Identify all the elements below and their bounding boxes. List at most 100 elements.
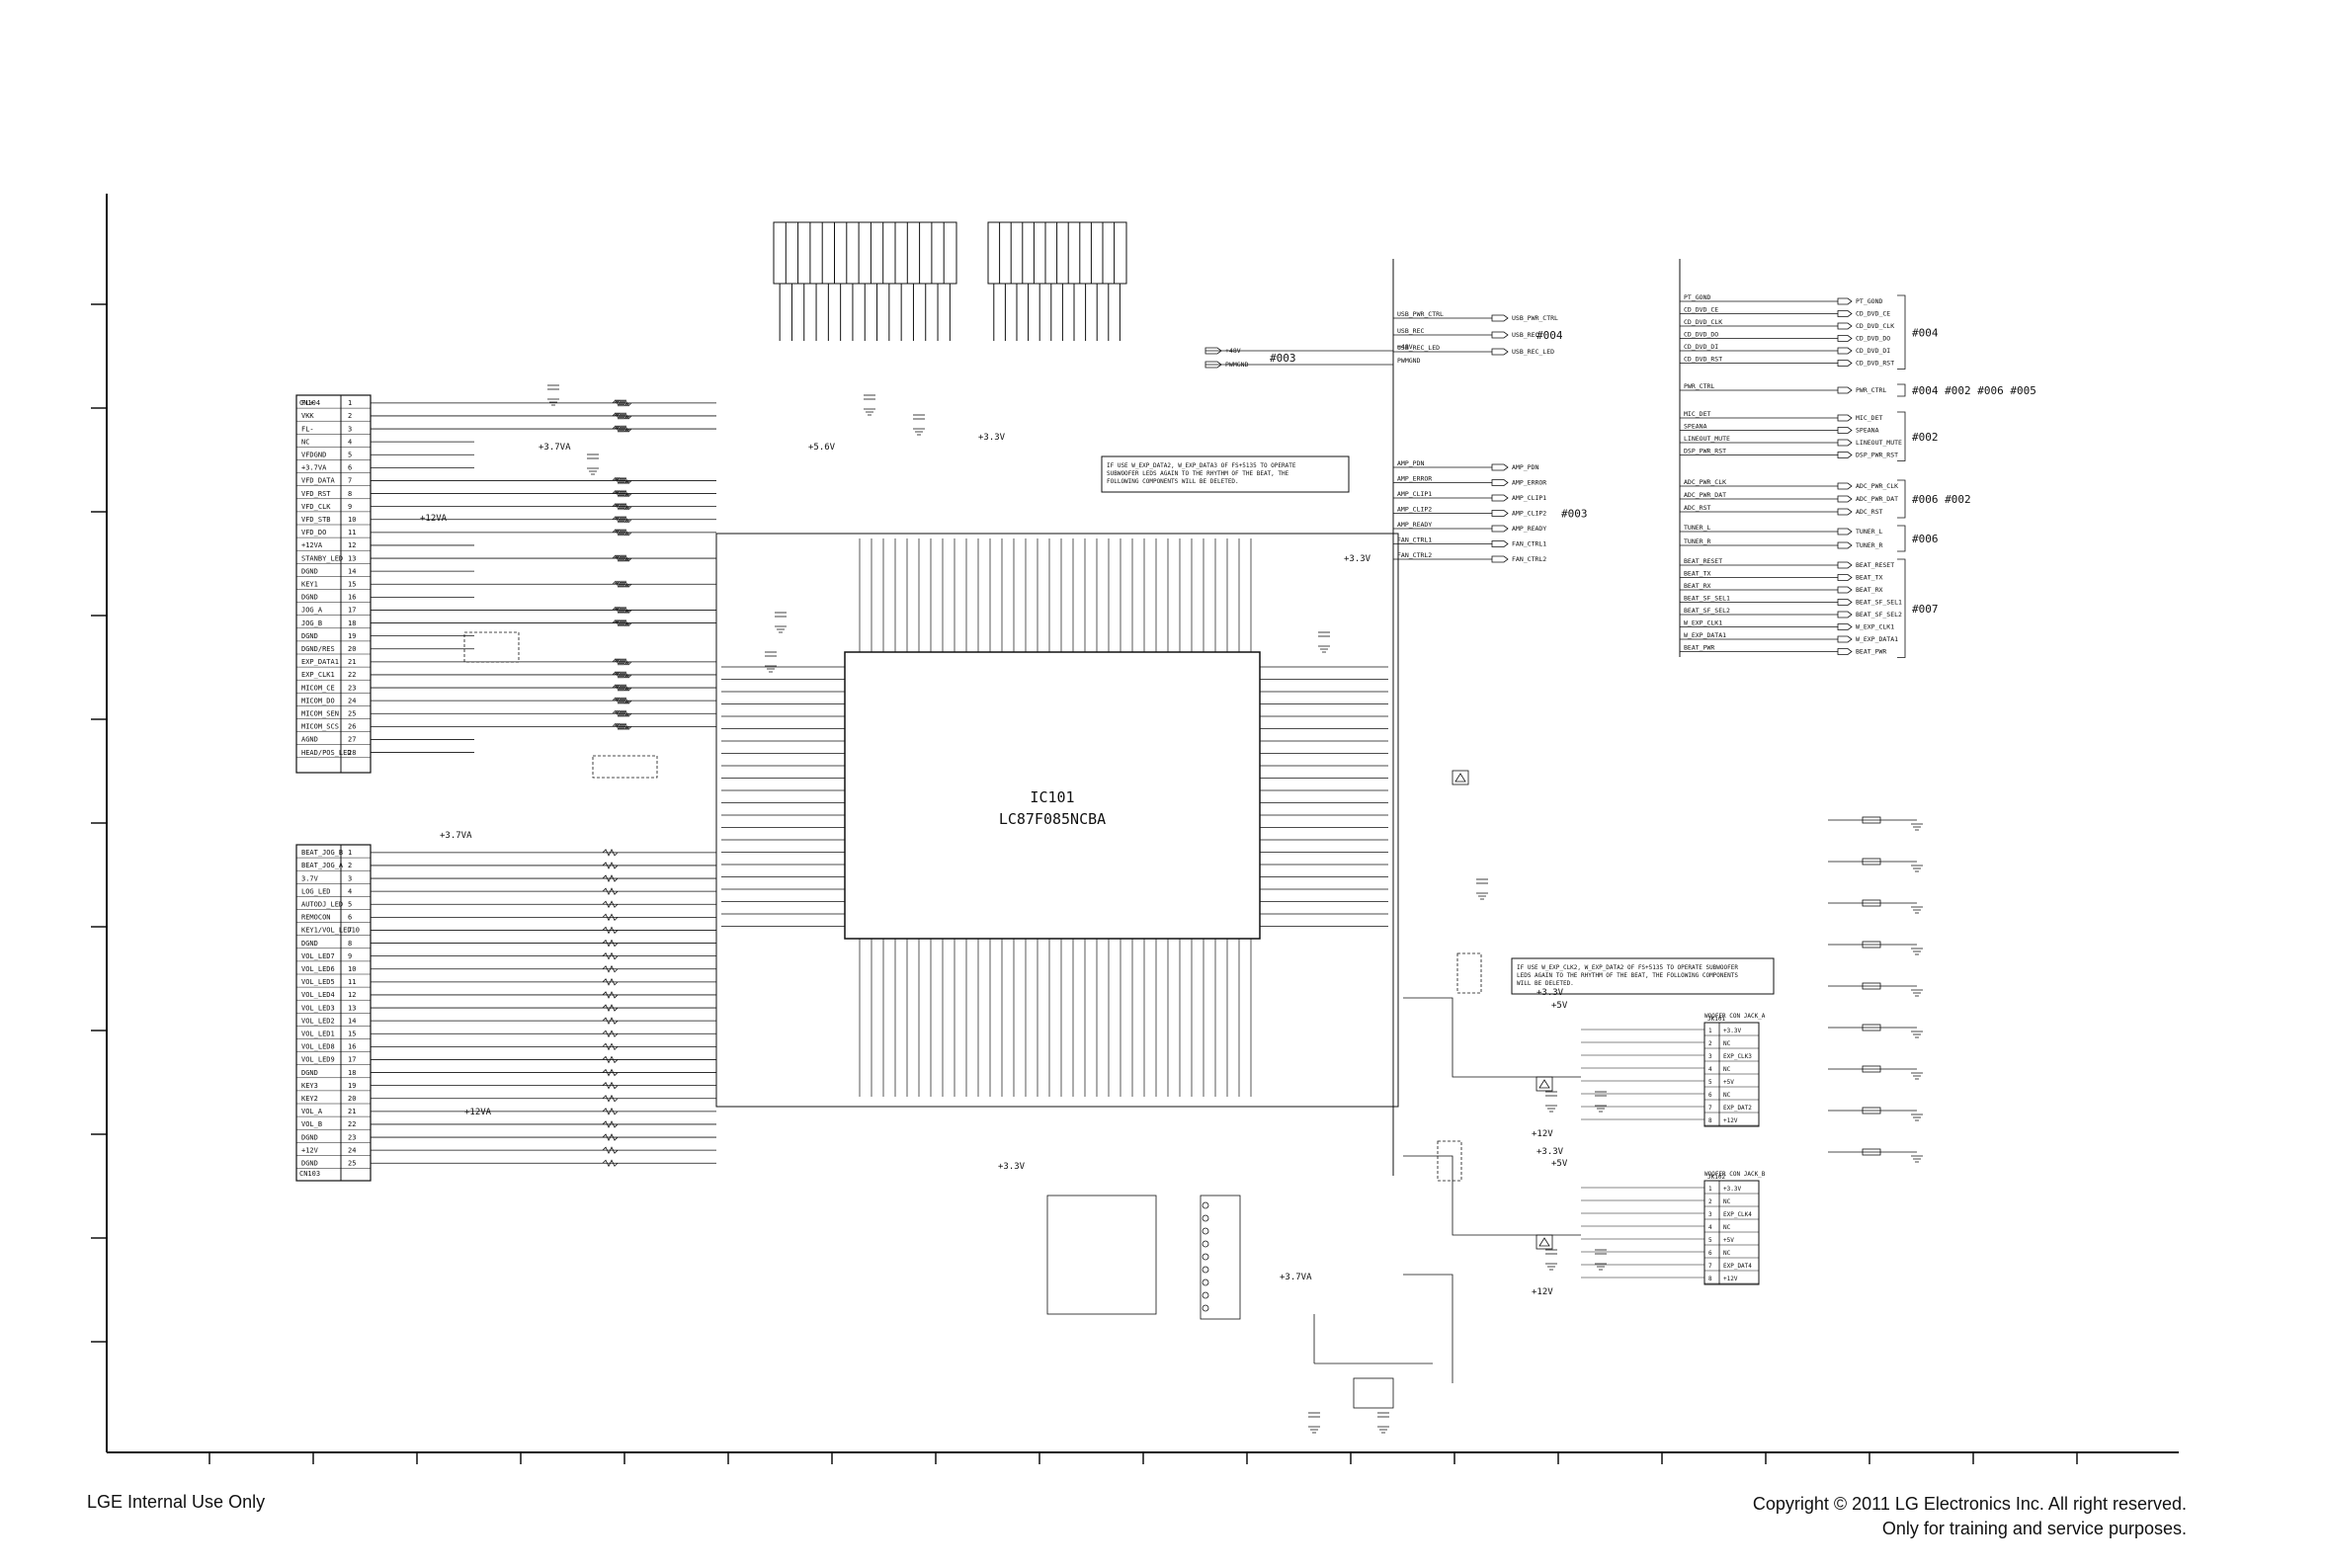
page-ref: #006 #002 xyxy=(1912,493,1971,506)
port-arrow-icon xyxy=(1837,360,1853,367)
net-label: BEAT_SF_SEL1 xyxy=(1684,595,1730,603)
page-ref: #003 xyxy=(1270,352,1296,365)
note-top: IF USE W_EXP_DATA2, W_EXP_DATA3 OF FS+51… xyxy=(1107,462,1299,485)
connector-pin-number: 23 xyxy=(348,684,356,692)
jack-pin-label: EXP_CLK4 xyxy=(1723,1211,1752,1218)
power-label: +12VA xyxy=(420,514,448,524)
connector-pin-label: VOL_LED7 xyxy=(301,952,335,960)
connector-pin-label: VOL_LED1 xyxy=(301,1031,335,1038)
resistor-symbol xyxy=(602,848,619,857)
connector-pin-number: 1 xyxy=(348,849,352,857)
net-label: AMP_CLIP2 xyxy=(1512,510,1546,518)
resistor-symbol xyxy=(614,502,630,511)
net-label: FAN_CTRL2 xyxy=(1397,551,1432,559)
connector-pin-number: 12 xyxy=(348,541,356,549)
net-label: USB_REC_LED xyxy=(1512,348,1554,356)
resistor-symbol xyxy=(614,619,630,627)
frame-ticks xyxy=(91,303,2078,1464)
connector-pin-label: KEY1 xyxy=(301,581,318,589)
connector-pin-number: 13 xyxy=(348,554,356,562)
net-label: CD_DVD_DO xyxy=(1856,335,1890,343)
connector-pin-label: KEY2 xyxy=(301,1095,318,1103)
port-arrow-icon xyxy=(1837,297,1853,305)
connector-pin-number: 14 xyxy=(348,1017,356,1025)
jack-pin-label: +3.3V xyxy=(1723,1186,1741,1193)
connector-pin-number: 23 xyxy=(348,1133,356,1141)
resistor-symbol xyxy=(614,606,630,615)
net-label: BEAT_RX xyxy=(1856,586,1882,594)
resistor-symbol xyxy=(614,684,630,692)
net-label: BEAT_RESET xyxy=(1856,561,1894,569)
ground-icon xyxy=(587,467,599,475)
net-label: BEAT_SF_SEL2 xyxy=(1684,607,1730,615)
ground-icon xyxy=(1911,1031,1923,1038)
net-label: DSP_PWR_RST xyxy=(1856,452,1898,459)
connector-pin-number: 9 xyxy=(348,503,352,511)
port-arrow-icon xyxy=(1837,528,1853,536)
connector-pin-label: MICOM_CE xyxy=(301,684,335,692)
page-ref: #007 xyxy=(1912,603,1939,616)
optional-component-box xyxy=(1456,952,1482,994)
connector-pin-number: 21 xyxy=(348,1108,356,1115)
jack-pin-number: 4 xyxy=(1708,1066,1712,1073)
power-label: +3.7VA xyxy=(1280,1273,1312,1282)
resistor-symbol xyxy=(1862,941,1881,949)
port-arrow-icon xyxy=(1837,648,1853,655)
jack-pin-label: EXP_DAT4 xyxy=(1723,1263,1752,1270)
jack-pin-label: +3.3V xyxy=(1723,1028,1741,1034)
ic101-ref: IC101 xyxy=(1030,788,1074,806)
module-pin xyxy=(1202,1266,1209,1274)
net-label: AMP_ERROR xyxy=(1397,475,1432,483)
power-label: +5V xyxy=(1551,1159,1568,1169)
optional-component-box xyxy=(1437,1140,1462,1182)
port-arrow-icon xyxy=(1491,331,1509,339)
ground-icon xyxy=(1911,823,1923,831)
connector-pin-number: 19 xyxy=(348,1082,356,1090)
connector-pin-label: EXP_CLK1 xyxy=(301,671,335,679)
connector-pin-label: MICOM_DO xyxy=(301,697,335,704)
connector-pin-label: MICOM_SCS xyxy=(301,723,339,731)
power-label: +12V xyxy=(1532,1287,1553,1297)
resistor-symbol xyxy=(602,1017,619,1026)
resistor-symbol xyxy=(1862,816,1881,824)
page-ref: #004 xyxy=(1912,326,1939,339)
resistor-symbol xyxy=(612,697,628,705)
connector-pin-number: 24 xyxy=(348,1146,356,1154)
connector-pin-number: 4 xyxy=(348,438,352,446)
connector-pin-number: 17 xyxy=(348,607,356,615)
connector-pin-number: 24 xyxy=(348,697,356,704)
connector-pin-number: 22 xyxy=(348,671,356,679)
connector-pin-number: 22 xyxy=(348,1120,356,1128)
port-arrow-icon xyxy=(1837,635,1853,643)
net-label: BEAT_PWR xyxy=(1684,644,1714,652)
tuner-block xyxy=(1046,1195,1157,1315)
net-label: TUNER_L xyxy=(1856,528,1882,536)
port-arrow-icon xyxy=(1837,414,1853,422)
resistor-symbol xyxy=(616,684,632,692)
top-connector-right xyxy=(987,221,1127,341)
connector-pin-label: 3.7V xyxy=(301,874,319,882)
page-ref: #004 xyxy=(1536,329,1563,342)
connector-pin-label: VFD_DATA xyxy=(301,477,336,485)
ground-icon xyxy=(1595,1105,1607,1113)
group-bracket xyxy=(1897,383,1906,397)
connector-pin-label: NC xyxy=(301,438,309,446)
net-label: SPEANA xyxy=(1684,423,1707,431)
net-label: W_EXP_CLK1 xyxy=(1856,623,1894,631)
ground-icon xyxy=(1545,1105,1557,1113)
port-arrow-icon xyxy=(1837,541,1853,549)
resistor-symbol xyxy=(602,951,619,960)
port-arrow-icon xyxy=(1837,335,1853,342)
jack-pin-label: EXP_CLK3 xyxy=(1723,1053,1752,1060)
module-pin xyxy=(1202,1279,1209,1286)
footer-copyright: Copyright © 2011 LG Electronics Inc. All… xyxy=(1753,1492,2187,1541)
resistor-symbol xyxy=(612,398,628,407)
jack-pin-label: +12V xyxy=(1723,1117,1738,1124)
resistor-symbol xyxy=(612,619,628,627)
module-pin xyxy=(1202,1291,1209,1299)
ground-icon xyxy=(1911,948,1923,955)
port-arrow-icon xyxy=(1837,574,1853,581)
connector-pin-label: +12V xyxy=(301,1146,319,1154)
resistor-symbol xyxy=(612,580,628,589)
connector-pin-number: 6 xyxy=(348,914,352,922)
